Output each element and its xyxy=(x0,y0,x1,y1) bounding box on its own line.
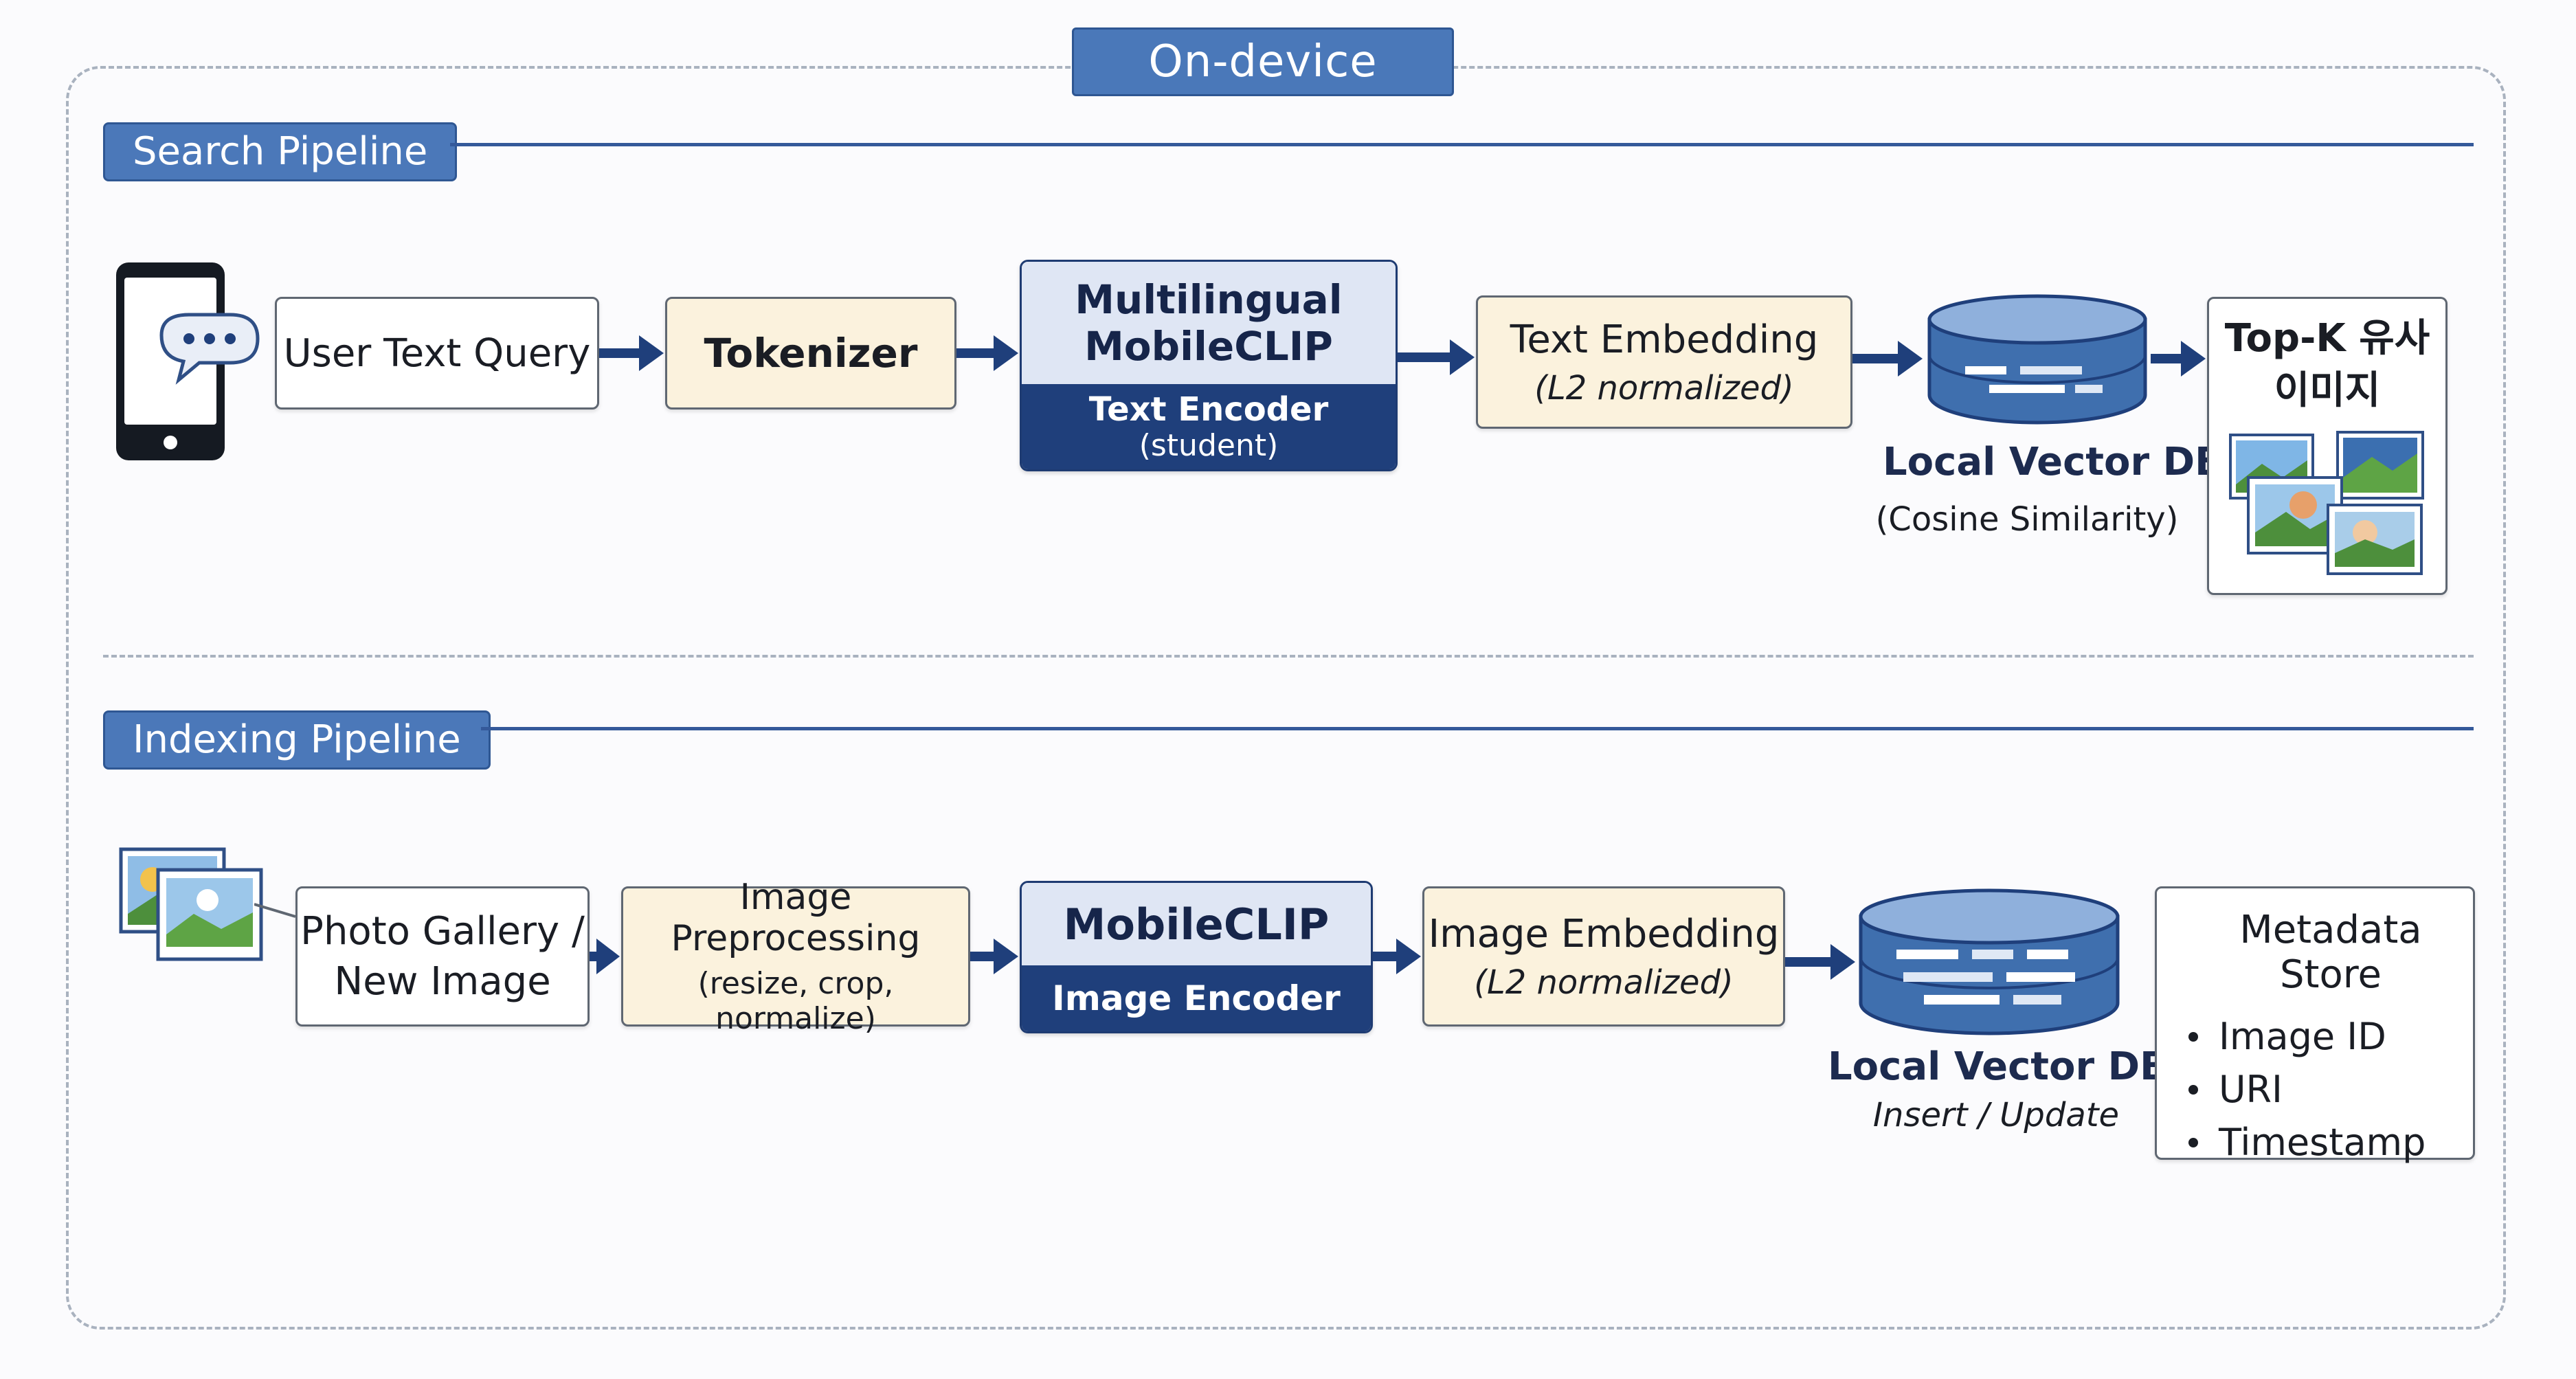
photo-to-gallery-connector xyxy=(254,903,296,918)
arrow-tokenizer-to-encoder xyxy=(956,335,1018,371)
image-embedding-box: Image Embedding (L2 normalized) xyxy=(1422,886,1785,1027)
metadata-item: URI xyxy=(2188,1068,2283,1111)
user-text-query-box: User Text Query xyxy=(275,297,599,410)
metadata-store-box: Metadata Store Image ID URI Timestamp xyxy=(2155,886,2475,1164)
image-preprocessing-label: Image Preprocessing xyxy=(671,877,921,959)
database-icon xyxy=(1924,292,2151,426)
image-embedding-label: Image Embedding xyxy=(1428,911,1780,956)
image-embedding-sub: (L2 normalized) xyxy=(1474,963,1734,1002)
indexing-pipeline-rule xyxy=(481,727,2474,730)
model-name-line1: Multilingual xyxy=(1075,276,1343,323)
image-preprocessing-sub: (resize, crop, normalize) xyxy=(697,966,894,1036)
on-device-frame xyxy=(66,66,2506,1330)
top-k-label-line1: Top-K 유사 xyxy=(2224,316,2430,361)
arrow-query-to-tokenizer xyxy=(599,335,664,371)
text-embedding-box: Text Embedding (L2 normalized) xyxy=(1476,295,1852,429)
text-encoder-label: Text Encoder xyxy=(1088,390,1329,429)
index-db-label: Local Vector DB xyxy=(1828,1044,2169,1089)
arrow-embedding-to-db xyxy=(1852,341,1923,377)
user-text-query-label: User Text Query xyxy=(283,330,591,376)
indexing-pipeline-label: Indexing Pipeline xyxy=(103,710,491,770)
arrow-image-embedding-to-db xyxy=(1785,944,1855,980)
arrow-gallery-to-preprocess xyxy=(590,939,620,974)
index-db-sub: Insert / Update xyxy=(1872,1096,2120,1134)
text-embedding-label: Text Embedding xyxy=(1510,317,1819,362)
photo-gallery-line2: New Image xyxy=(334,959,551,1004)
pipeline-separator xyxy=(103,655,2474,658)
search-db-label: Local Vector DB xyxy=(1883,440,2224,484)
image-model-name: MobileCLIP xyxy=(1022,883,1371,965)
image-preprocessing-box: Image Preprocessing (resize, crop, norma… xyxy=(621,877,970,1036)
metadata-store-title: Metadata Store xyxy=(2239,908,2422,997)
arrow-encoder-to-image-embedding xyxy=(1373,939,1421,974)
search-pipeline-label: Search Pipeline xyxy=(103,122,458,181)
arrow-encoder-to-embedding xyxy=(1398,339,1475,375)
top-k-label-line2: 이미지 xyxy=(2274,368,2381,413)
model-name-line2: MobileCLIP xyxy=(1084,323,1333,370)
metadata-item: Image ID xyxy=(2188,1015,2386,1058)
metadata-item: Timestamp xyxy=(2188,1121,2426,1164)
photo-gallery-box: Photo Gallery / New Image xyxy=(295,886,590,1027)
image-stack-icon xyxy=(2228,429,2427,580)
arrow-db-to-topk xyxy=(2151,341,2206,377)
smartphone-chat-icon xyxy=(113,260,261,463)
text-encoder-block: Multilingual MobileCLIP Text Encoder (st… xyxy=(1020,260,1398,471)
tokenizer-box: Tokenizer xyxy=(665,297,956,410)
image-encoder-block: MobileCLIP Image Encoder xyxy=(1020,881,1373,1033)
text-embedding-sub: (L2 normalized) xyxy=(1534,368,1794,407)
text-encoder-sub: (student) xyxy=(1139,428,1279,463)
photo-stack-icon xyxy=(118,845,264,962)
database-icon xyxy=(1855,886,2123,1038)
tokenizer-label: Tokenizer xyxy=(704,330,918,377)
photo-gallery-line1: Photo Gallery / xyxy=(300,909,585,954)
search-db-sub: (Cosine Similarity) xyxy=(1875,500,2179,539)
search-pipeline-rule xyxy=(450,143,2474,146)
image-encoder-label: Image Encoder xyxy=(1022,965,1371,1031)
top-k-result-box: Top-K 유사 이미지 xyxy=(2207,297,2448,595)
on-device-title: On-device xyxy=(1072,27,1454,96)
arrow-preprocess-to-encoder xyxy=(970,939,1018,974)
